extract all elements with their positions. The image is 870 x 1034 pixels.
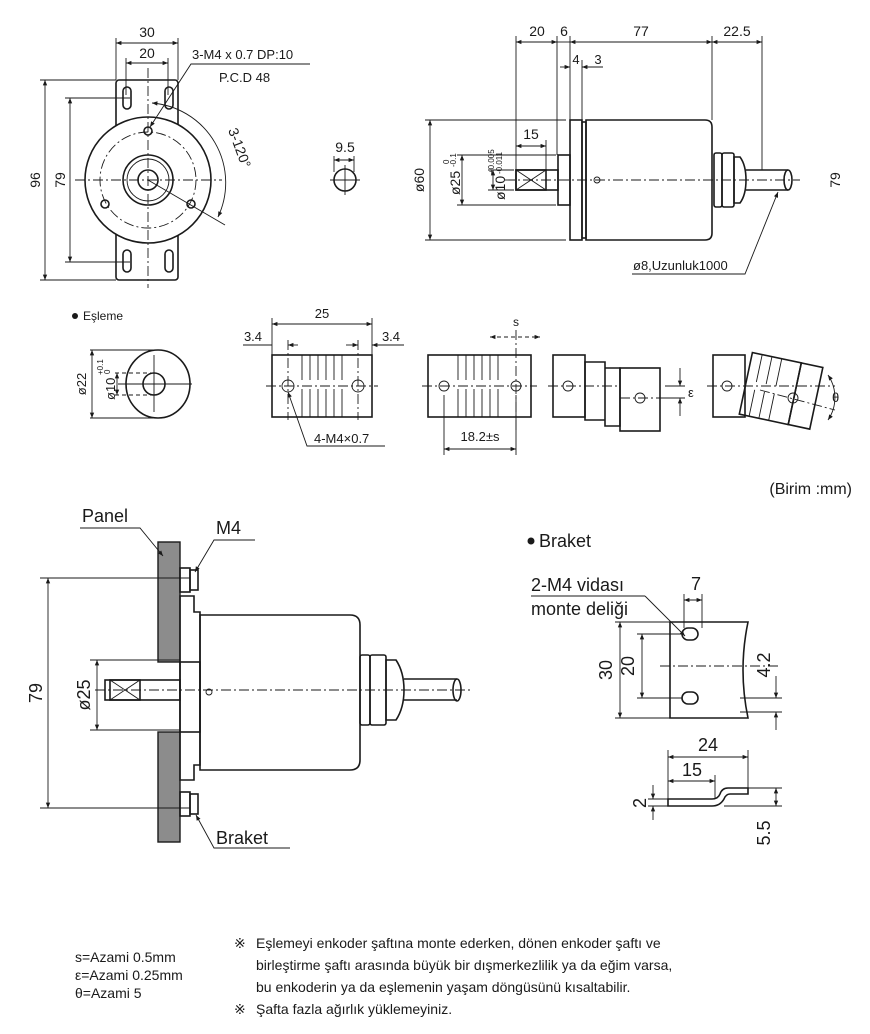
- dim-height-inner: 79: [52, 172, 68, 188]
- hole-line2: monte deliği: [531, 599, 628, 619]
- dim-right: 79: [827, 172, 843, 188]
- cable-label: ø8,Uzunluk1000: [633, 258, 728, 273]
- side-view: 20 6 77 22.5 4 3 15 ø60 ø25 0 -0.1 ø10 +…: [411, 23, 843, 275]
- dim-gland: 22.5: [723, 23, 750, 39]
- dia-hub-tol-upper: 0: [442, 159, 451, 164]
- dim-height-outer: 96: [27, 172, 43, 188]
- bullet-icon: [72, 313, 78, 319]
- note2: Şafta fazla ağırlık yüklemeyiniz.: [256, 1001, 452, 1017]
- m4-label: M4: [216, 518, 241, 538]
- dim-right: 3.4: [382, 329, 400, 344]
- coupling-offset: [548, 354, 685, 432]
- mounting-view: Panel M4 Braket 79 ø25: [26, 506, 470, 849]
- angle-label: 3-120°: [225, 126, 254, 170]
- bracket-section: Braket 2-M4 vidası monte deliği 7 30 20 …: [527, 531, 782, 846]
- tolerance-list: s=Azami 0.5mm ε=Azami 0.25mm θ=Azami 5: [75, 949, 183, 1001]
- bullet-icon: [527, 537, 535, 545]
- unit-label: (Birim :mm): [769, 481, 852, 498]
- dim-left: 3.4: [244, 329, 262, 344]
- dia-body: ø60: [411, 168, 427, 192]
- braket-label: Braket: [216, 828, 268, 848]
- side-dimensions: [425, 36, 779, 275]
- dim-gap: 18.2±s: [461, 429, 500, 444]
- epsilon-label: ε: [688, 385, 694, 400]
- coupling-straight: [243, 318, 404, 447]
- dia-inner-tol-lower: 0: [103, 369, 112, 374]
- shaft-end-view: 9.5: [330, 139, 360, 195]
- dim-dia: ø25: [74, 679, 94, 710]
- dia-hub-tol-lower: -0.1: [449, 153, 458, 167]
- notes: ※ Eşlemeyi enkoder şaftına monte ederken…: [234, 935, 672, 1017]
- coupling-section: Eşleme ø22 ø10 +0.1 0 25 3.4 3.4 4-M4×0.…: [72, 306, 839, 455]
- note-mark-1: ※: [234, 935, 246, 951]
- dia-shaft-tol-lower: -0.011: [495, 151, 504, 174]
- dim-length: 24: [698, 735, 718, 755]
- note1-line1: Eşlemeyi enkoder şaftına monte ederken, …: [256, 935, 661, 951]
- tolerance-s: s=Azami 0.5mm: [75, 949, 176, 965]
- dia-inner-tol-upper: +0.1: [96, 359, 105, 375]
- note-mark-2: ※: [234, 1001, 246, 1017]
- panel-label: Panel: [82, 506, 128, 526]
- dim-flat: 9.5: [335, 139, 355, 155]
- bracket-title: Braket: [539, 531, 591, 551]
- theta-label: θ: [832, 390, 839, 405]
- dim-height: 30: [596, 660, 616, 680]
- hole-line1: 2-M4 vidası: [531, 575, 624, 595]
- dim-thick: 2: [630, 798, 650, 808]
- dim-slot: 7: [691, 574, 701, 594]
- dim-pitch: 20: [618, 656, 638, 676]
- dim-key: 15: [523, 126, 539, 142]
- pcd-label: P.C.D 48: [219, 70, 270, 85]
- note1-line2: birleştirme şaftı arasında büyük bir dış…: [256, 957, 672, 973]
- front-view: 30 20 96 79 3-M4 x 0.7 DP:10 P.C.D 48 3-…: [27, 24, 310, 288]
- dim-flange: 4: [572, 52, 579, 67]
- s-label: s: [513, 315, 519, 329]
- coupling-axial: [422, 330, 540, 455]
- dim-shaft: 20: [529, 23, 545, 39]
- dia-hub: ø25: [447, 171, 463, 195]
- dim-height: 79: [26, 683, 46, 703]
- tolerance-theta: θ=Azami 5: [75, 985, 142, 1001]
- dim-inner: 15: [682, 760, 702, 780]
- coupling-title: Eşleme: [83, 309, 123, 323]
- tolerance-epsilon: ε=Azami 0.25mm: [75, 967, 183, 983]
- screw-spec: 4-M4×0.7: [314, 431, 369, 446]
- dim-gap: 3: [594, 52, 601, 67]
- dia-shaft-tol-upper: +0.005: [487, 149, 496, 174]
- dim-width-outer: 30: [139, 24, 155, 40]
- hole-spec: 3-M4 x 0.7 DP:10: [192, 47, 293, 62]
- dia-shaft: ø10: [492, 176, 508, 200]
- dim-length: 25: [315, 306, 329, 321]
- dim-body: 77: [633, 23, 649, 39]
- dia-outer: ø22: [74, 373, 89, 395]
- dim-width-inner: 20: [139, 45, 155, 61]
- dia-inner: ø10: [103, 378, 118, 400]
- dim-hub: 6: [560, 23, 568, 39]
- dim-offset: 4.2: [754, 652, 774, 677]
- note1-line3: bu enkoderin ya da eşlemenin yaşam döngü…: [256, 979, 630, 995]
- dim-step: 5.5: [754, 820, 774, 845]
- coupling-angular: [707, 351, 836, 431]
